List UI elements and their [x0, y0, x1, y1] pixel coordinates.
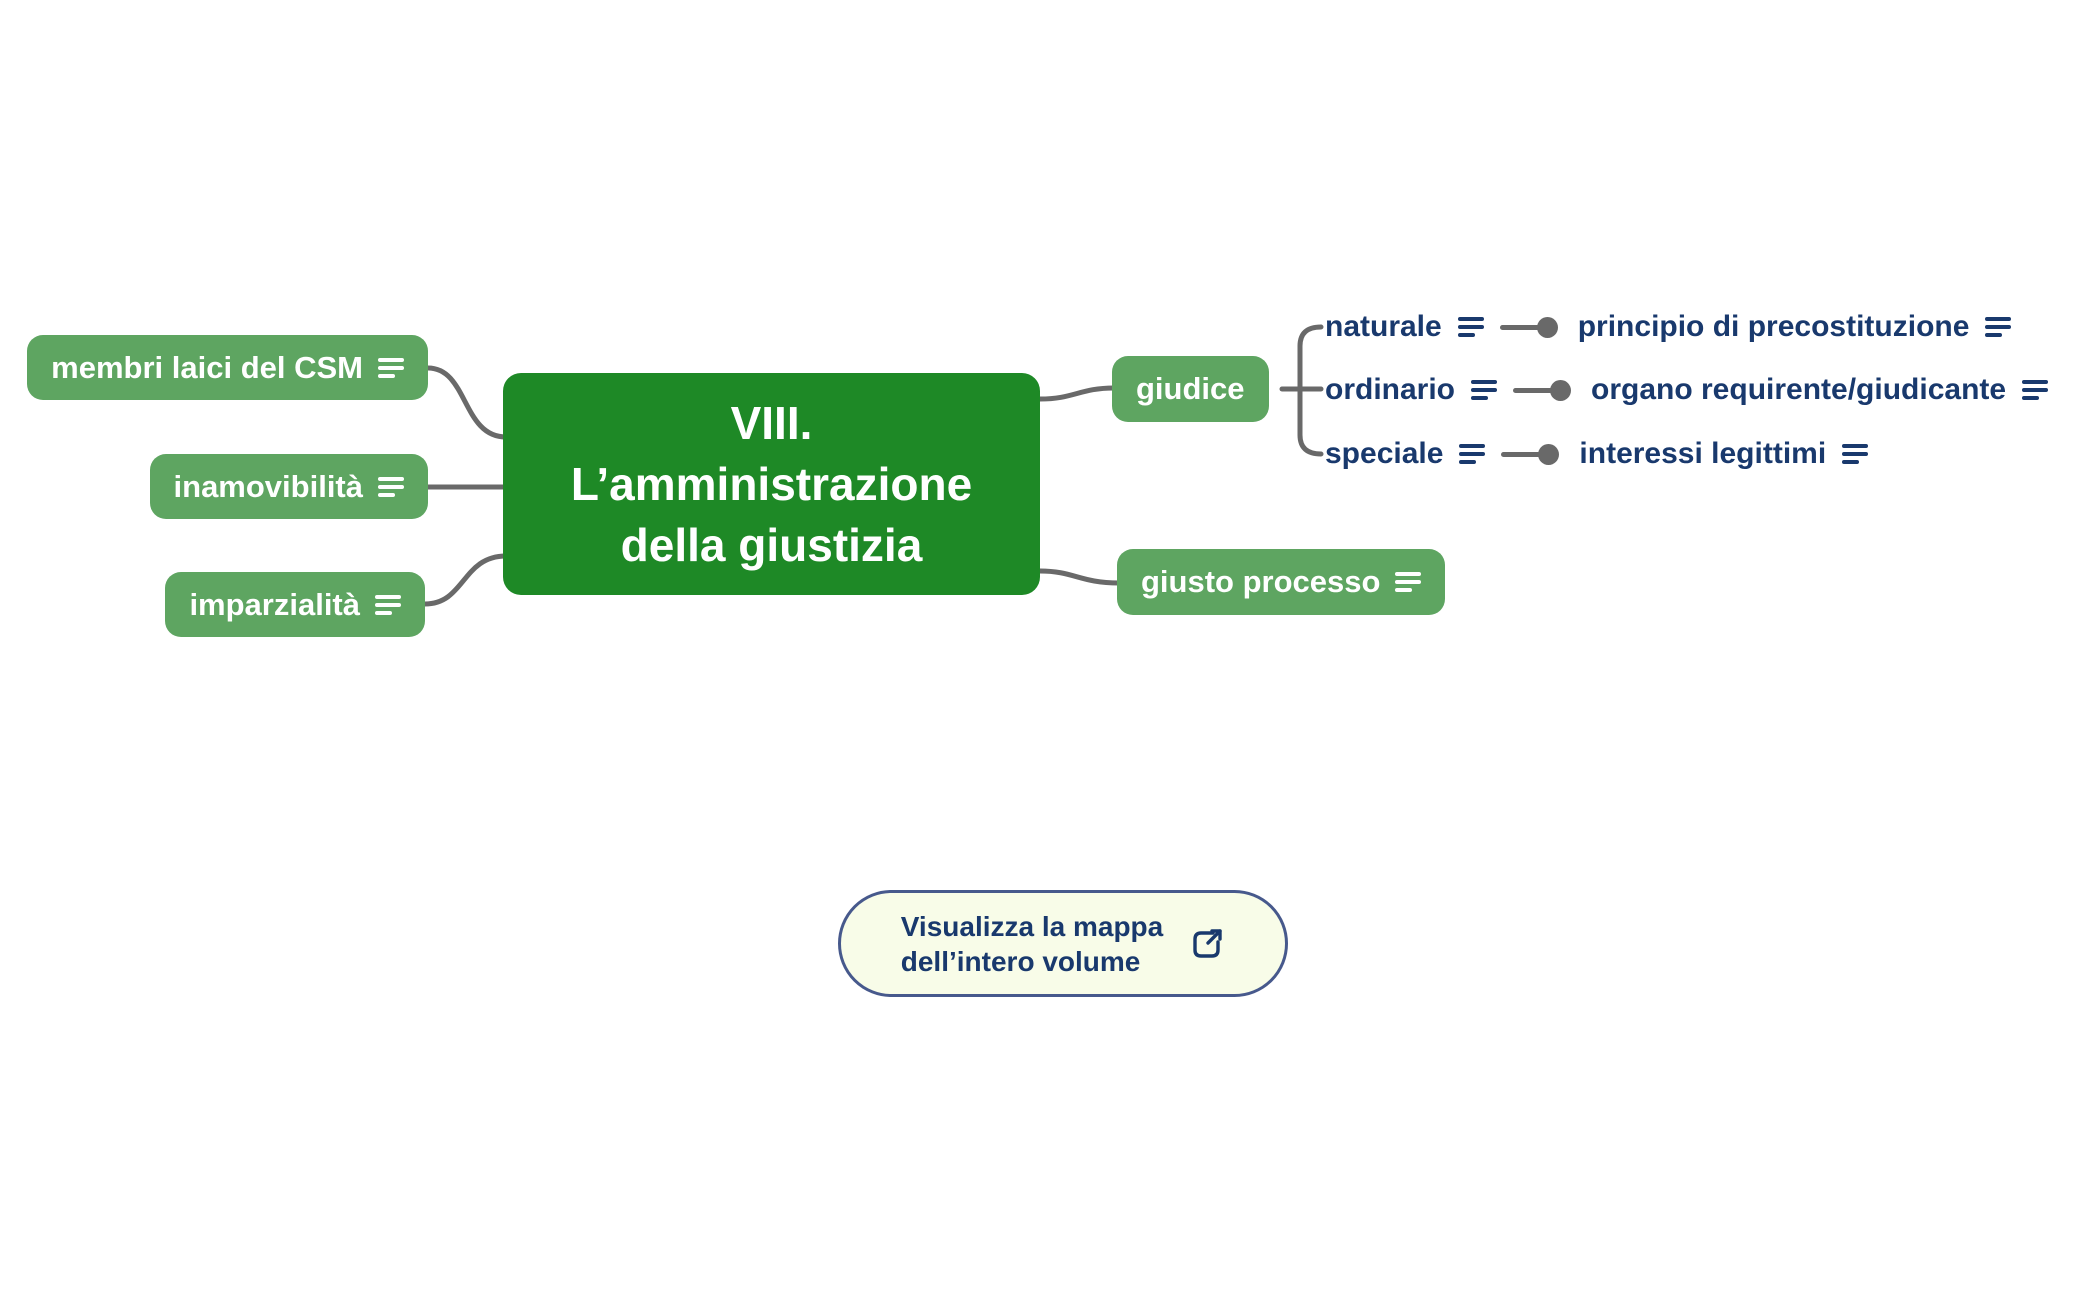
connector-membri-root	[425, 365, 509, 440]
node-label: inamovibilità	[173, 468, 363, 504]
notes-icon[interactable]	[378, 476, 404, 497]
subnode-row-speciale: speciale interessi legittimi	[1325, 432, 1884, 476]
node-label: giusto processo	[1141, 564, 1381, 599]
notes-icon[interactable]	[1395, 572, 1422, 592]
node-imparzialita[interactable]: imparzialità	[165, 572, 425, 637]
node-label: imparzialità	[189, 586, 360, 622]
subnode-naturale[interactable]: naturale	[1325, 310, 1442, 343]
notes-icon[interactable]	[2022, 380, 2049, 400]
notes-icon[interactable]	[1985, 317, 2012, 337]
root-title-line: L’amministrazione	[570, 457, 973, 510]
node-giudice[interactable]: giudice	[1112, 356, 1269, 422]
root-title-line: VIII.	[730, 396, 813, 449]
connector-dot	[1513, 379, 1572, 401]
node-label: membri laici del CSM	[51, 349, 363, 385]
subnode-ordinario[interactable]: ordinario	[1325, 373, 1456, 406]
connector-dot	[1501, 443, 1560, 465]
root-node[interactable]: VIII. L’amministrazione della giustizia	[503, 373, 1040, 595]
notes-icon[interactable]	[375, 594, 401, 615]
node-label: giudice	[1136, 371, 1245, 406]
notes-icon[interactable]	[1842, 444, 1869, 464]
notes-icon[interactable]	[378, 357, 404, 378]
root-title-line: della giustizia	[620, 518, 923, 571]
view-full-map-button[interactable]: Visualizza la mappa dell’intero volume	[838, 890, 1288, 997]
notes-icon[interactable]	[1459, 444, 1486, 464]
subnode-row-ordinario: ordinario organo requirente/giudicante	[1325, 368, 2064, 412]
notes-icon[interactable]	[1471, 380, 1498, 400]
subnode-speciale[interactable]: speciale	[1325, 437, 1444, 470]
connector-imparzialita-root	[422, 553, 509, 607]
leafnode-organo-requirente-giudicante[interactable]: organo requirente/giudicante	[1591, 373, 2007, 406]
external-link-icon	[1193, 928, 1222, 958]
node-giusto-processo[interactable]: giusto processo	[1117, 549, 1446, 615]
view-full-map-label: Visualizza la mappa dell’intero volume	[900, 910, 1164, 977]
leafnode-interessi-legittimi[interactable]: interessi legittimi	[1579, 437, 1827, 470]
connector-giudice-bracket	[1297, 324, 1324, 457]
connector-root-giusto-processo	[1037, 568, 1122, 586]
connector-root-giudice	[1037, 385, 1117, 402]
subnode-row-naturale: naturale principio di precostituzione	[1325, 305, 2027, 349]
leafnode-principio-di-precostituzione[interactable]: principio di precostituzione	[1577, 310, 1970, 343]
notes-icon[interactable]	[1457, 317, 1484, 337]
node-membri-laici-del-csm[interactable]: membri laici del CSM	[27, 335, 428, 400]
connector-dot	[1499, 316, 1558, 338]
node-inamovibilita[interactable]: inamovibilità	[149, 454, 428, 519]
